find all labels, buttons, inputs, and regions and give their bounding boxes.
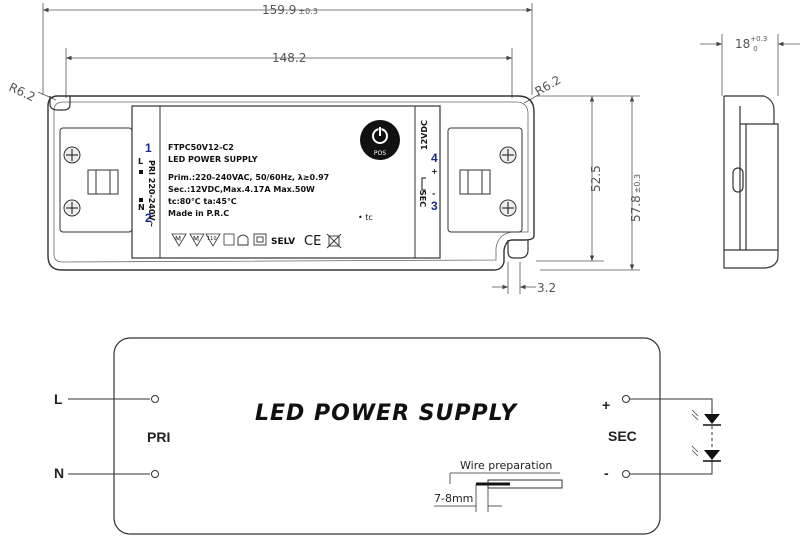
output-screw-top [499,146,517,164]
output-voltage-side-text: 12VDC [420,120,429,150]
temp-triangle-icon [205,233,221,247]
output-bracket [421,177,426,191]
pin-4-number: 4 [431,151,438,165]
output-sec-side-text: SEC [418,190,427,207]
device-top-view [47,95,535,271]
dimension-overall-height [540,95,640,271]
strip-length-label: 7-8mm [434,492,473,505]
radius-right-text: R6.2 [533,73,564,99]
radius-right-callout [523,93,541,104]
wire-prep-drawing [434,472,563,512]
output-plus-label: + [602,397,610,413]
output-wires [622,395,713,478]
pin-minus-sign: - [432,189,435,198]
pri-label: PRI [147,429,170,445]
ce-mark: CE [304,234,321,249]
label-title: LED POWER SUPPLY [168,155,258,164]
output-terminal-block [447,127,523,233]
logo-text: POS [374,150,386,157]
pin-1-number: 1 [145,141,152,155]
dimension-hole-pitch [65,48,513,98]
class-ii-icon [253,233,267,246]
tc-mark: • tc [358,213,373,222]
pin-n-letter: N [138,203,145,212]
radius-left-callout [37,91,57,101]
input-n-label: N [54,465,64,481]
lamp-icon [237,234,249,246]
slot-width-text: 3.2 [537,281,556,295]
dimension-thickness [700,34,800,96]
transformer-icon [223,233,235,246]
selv-text: SELV [271,237,295,247]
m-symbol-text: M [175,235,181,243]
body-height-text: 52.5 [589,165,603,192]
temp-symbol-text: 110 [207,236,217,242]
radius-left-text: R6.2 [7,80,38,104]
input-screw-bottom [63,199,81,217]
m2-symbol-text: M [193,235,199,243]
wiring-box [113,337,661,535]
label-temps: tc:80℃ ta:45℃ [168,197,237,206]
label-model: FTPC50V12-C2 [168,143,234,152]
m-triangle-icon [171,233,187,247]
pin-plus-sign: + [431,167,438,176]
wiring-box-title: LED POWER SUPPLY [255,401,518,426]
power-logo-icon: POS [360,120,400,160]
input-l-label: L [54,391,63,407]
certification-symbols: M M 110 SELV CE [171,233,342,249]
output-screw-bottom [499,199,517,217]
weee-bin-icon [326,233,342,249]
input-side-text: PRI 220-240V~ [147,160,156,227]
overall-height-text: 57.8±0.3 [629,174,643,222]
dimension-overall-length [42,3,533,95]
pin-2-number: 2 [145,211,152,225]
input-wires [68,395,159,478]
led-diode-icon [691,409,721,462]
dimension-body-height [536,95,604,262]
input-screw-top [63,146,81,164]
hole-pitch-text: 148.2 [272,51,306,65]
pin-1-marker [139,170,143,174]
mm-triangle-icon [189,233,205,247]
pin-3-number: 3 [431,199,438,213]
overall-length-text: 159.9±0.3 [262,3,318,17]
label-made: Made in P.R.C [168,209,229,218]
sec-label: SEC [608,428,637,444]
label-sec: Sec.:12VDC,Max.4.17A Max.50W [168,185,315,194]
device-side-view [723,95,779,269]
pin-l-letter: L [138,157,143,166]
output-minus-label: - [604,465,609,481]
dimension-slot-width [492,262,536,294]
pin-2-marker [139,198,143,202]
label-prim: Prim.:220-240VAC, 50/60Hz, λ≥0.97 [168,173,329,182]
wire-prep-label: Wire preparation [460,459,552,472]
